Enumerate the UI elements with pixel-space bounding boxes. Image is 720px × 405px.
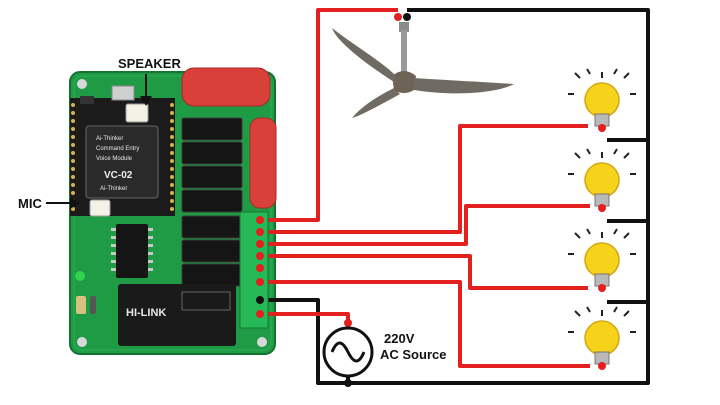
light-bulb-icon bbox=[568, 148, 636, 212]
voice-module: Ai-Thinker Command Entry Voice Module VC… bbox=[70, 85, 175, 217]
terminal bbox=[256, 264, 264, 272]
capacitor bbox=[181, 67, 271, 107]
speaker-arrow-icon bbox=[140, 74, 152, 106]
ceiling-fan-icon bbox=[332, 22, 514, 118]
power-module: HI-LINK bbox=[118, 284, 236, 346]
relay bbox=[181, 189, 243, 213]
light-bulb-icon bbox=[568, 68, 636, 132]
relay bbox=[181, 165, 243, 189]
power-module-brand: HI-LINK bbox=[126, 307, 166, 319]
terminal bbox=[256, 228, 264, 236]
vc02-chip bbox=[85, 125, 159, 199]
ac-source-voltage: 220V bbox=[384, 331, 415, 346]
mounting-hole bbox=[77, 79, 87, 89]
mic-arrow-icon bbox=[46, 197, 80, 209]
light-bulb-icon bbox=[568, 228, 636, 292]
live-wires bbox=[260, 8, 590, 368]
relay bbox=[181, 215, 243, 239]
svg-text:Ai-Thinker: Ai-Thinker bbox=[96, 136, 123, 142]
mic-label: MIC bbox=[18, 196, 42, 211]
mounting-hole bbox=[257, 337, 267, 347]
mounting-hole bbox=[77, 337, 87, 347]
status-led bbox=[75, 271, 85, 281]
diode bbox=[90, 296, 96, 314]
terminal bbox=[256, 216, 264, 224]
speaker-label: SPEAKER bbox=[118, 56, 181, 71]
usb-port bbox=[111, 85, 135, 101]
relay bbox=[181, 239, 243, 263]
junction-dot bbox=[403, 13, 411, 21]
light-bulb-icon bbox=[568, 306, 636, 370]
sine-wave-icon bbox=[330, 341, 366, 363]
junction-dot bbox=[394, 13, 402, 21]
driver-ic bbox=[111, 224, 153, 278]
terminal bbox=[256, 252, 264, 260]
svg-text:Voice Module: Voice Module bbox=[96, 156, 133, 162]
terminal bbox=[256, 278, 264, 286]
relay bbox=[181, 141, 243, 165]
relay bbox=[181, 117, 243, 141]
speaker-connector bbox=[125, 103, 149, 123]
ac-source-label: AC Source bbox=[380, 347, 447, 362]
ac-source bbox=[322, 323, 374, 383]
terminal bbox=[256, 296, 264, 304]
neutral-wires bbox=[260, 8, 650, 385]
terminal bbox=[256, 240, 264, 248]
terminal-block bbox=[239, 211, 269, 329]
relay-bank bbox=[181, 117, 243, 287]
mic-connector bbox=[89, 199, 111, 217]
svg-text:Command Entry: Command Entry bbox=[96, 146, 139, 152]
resistor bbox=[76, 296, 86, 314]
relay bbox=[181, 263, 243, 287]
terminal bbox=[256, 310, 264, 318]
capacitor bbox=[249, 117, 277, 209]
module-model: VC-02 bbox=[104, 170, 133, 181]
module-brand: Ai-Thinker bbox=[100, 186, 127, 192]
